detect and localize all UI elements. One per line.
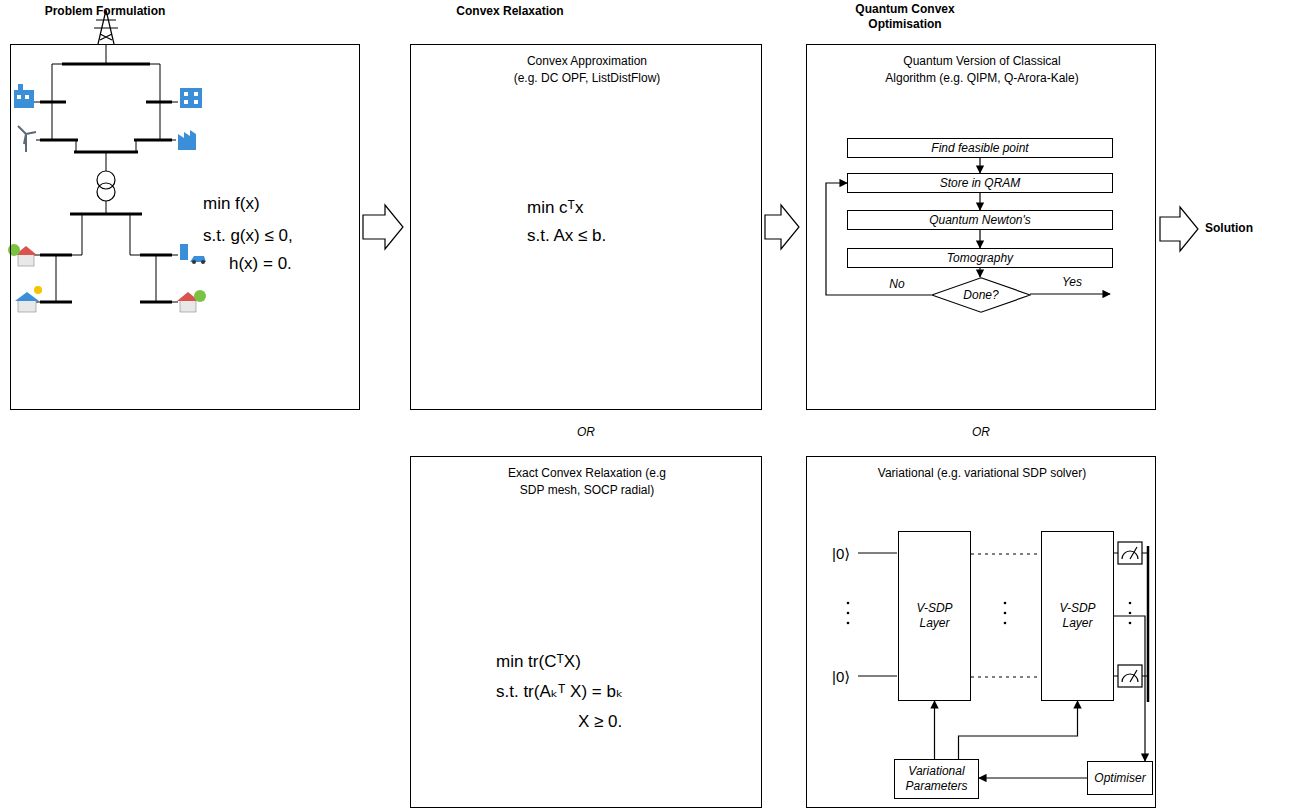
process-box: Quantum Newton's [847,210,1113,230]
flow-arrow [1114,616,1145,761]
box-heading: Variational (e.g. variational SDP solver… [852,465,1112,482]
formula-text: s.t. tr(Aₖᵀ X) = bₖ [496,681,756,702]
parameter-box: Variational Parameters [894,759,979,799]
grid-icons [8,84,206,312]
formula-text: min tr(CᵀX) [496,651,756,672]
flow-arrow [959,701,1078,759]
dashed-wire [971,554,1041,677]
column-heading: Convex Relaxation [410,4,610,19]
problem-box: min f(x) s.t. g(x) ≤ 0, h(x) = 0. [10,44,360,410]
branch-label: Yes [1062,275,1092,290]
box-label: Done? [963,288,998,302]
wires [52,44,160,302]
office-icon [180,88,202,108]
process-box: Tomography [847,248,1113,268]
layer-label: V-SDP Layer [1055,601,1101,631]
process-box: Find feasible point [847,138,1113,158]
solution-arrow [1160,207,1198,251]
decision-diamond: Done? [931,277,1031,313]
column-heading: Quantum Convex Optimisation [840,2,970,32]
qubit-state: |0⟩ [832,668,860,686]
box-label: Quantum Newton's [929,213,1031,227]
classical-bar [1147,546,1150,702]
or-label: OR [566,425,606,440]
relaxation-box: Exact Convex Relaxation (e.g SDP mesh, S… [410,456,762,808]
flow-arrow [979,158,980,173]
qubit-state: |0⟩ [832,545,860,563]
flow-arrow [979,268,980,277]
algorithm-box: Quantum Version of Classical Algorithm (… [806,44,1156,410]
house-icon [8,244,37,266]
formula-text: h(x) = 0. [229,253,359,274]
box-label: Optimiser [1094,771,1145,785]
formula-text: min cᵀx [527,197,727,218]
flow-arrow [979,193,980,210]
yes-arrow [1030,294,1110,295]
variational-box: Variational (e.g. variational SDP solver… [806,456,1156,808]
box-label: Variational Parameters [898,764,975,794]
house-icon [177,290,206,312]
measurement-meter [1118,542,1142,564]
wind-turbine [18,126,36,152]
column-heading: Problem Formulation [5,4,205,19]
box-heading: Convex Approximation (e.g. DC OPF, ListD… [457,53,717,87]
block-arrow [363,205,403,249]
power-grid [34,10,178,302]
edge-label: No [887,277,906,291]
output-label: Solution [1205,221,1280,236]
flow-arrow [979,230,980,248]
box-heading: Exact Convex Relaxation (e.g SDP mesh, S… [457,465,717,499]
formula-text: s.t. Ax ≤ b. [527,225,727,246]
flow-arrow [826,183,931,295]
factory-icon [178,130,196,150]
box-label: Tomography [947,251,1013,265]
box-heading: Quantum Version of Classical Algorithm (… [852,53,1112,87]
optimiser-box: Optimiser [1087,761,1153,795]
formula-text: min f(x) [203,193,353,214]
approximation-box: Convex Approximation (e.g. DC OPF, ListD… [410,44,762,410]
flow-arrow [979,777,1087,778]
buses [40,64,172,302]
block-arrow [765,205,799,249]
circuit-layer: V-SDP Layer [898,531,971,701]
box-label: Store in QRAM [940,176,1021,190]
circuit-layer: V-SDP Layer [1041,531,1114,701]
box-label: Find feasible point [931,141,1028,155]
or-label: OR [961,425,1001,440]
solar-house-icon [15,286,42,312]
formula-text: s.t. g(x) ≤ 0, [203,225,353,246]
transformer [97,183,115,201]
factory-icon [14,90,34,108]
layer-label: V-SDP Layer [912,601,958,631]
process-box: Store in QRAM [847,173,1113,193]
flow-arrow [934,701,935,759]
formula-text: X ≥ 0. [578,711,728,732]
measurement-meter [1118,665,1142,687]
ev-charger-icon [180,244,206,264]
